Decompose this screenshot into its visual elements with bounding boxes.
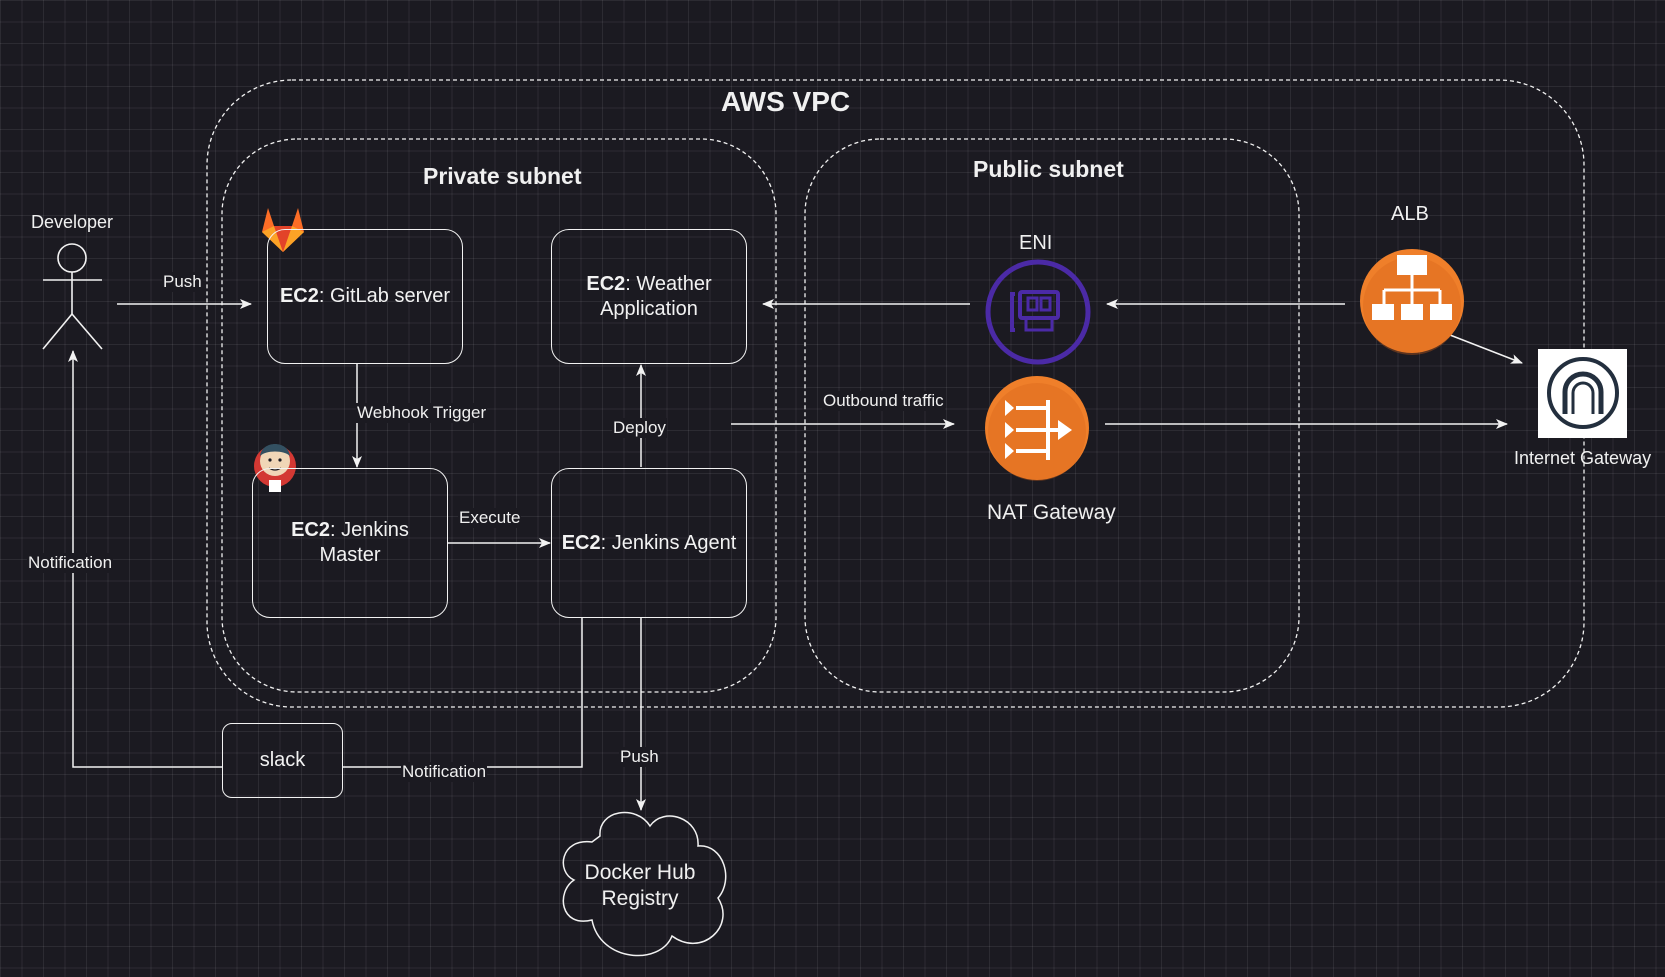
alb-label: ALB [1391,203,1429,225]
edge-alb-to-igw [1449,334,1523,364]
edge-label-notification-developer: Notification [27,553,114,573]
edge-slack-to-developer [68,350,222,768]
nat-gateway-label: NAT Gateway [987,501,1116,524]
private-subnet-boundary [221,138,777,693]
vpc-title: AWS VPC [721,86,851,117]
jenkins-master-node[interactable]: EC2: Jenkins Master [252,468,448,618]
weather-app-label: : Weather [625,272,712,295]
edge-label-push-docker: Push [619,747,660,767]
nat-gateway-icon [985,376,1089,481]
internet-gateway-icon [1538,349,1627,438]
public-subnet-boundary [804,138,1300,693]
public-subnet-title: Public subnet [973,156,1124,182]
docker-hub-label-line1: Docker Hub [584,861,696,884]
internet-gateway-label: Internet Gateway [1514,448,1652,468]
edge-label-deploy: Deploy [612,418,667,438]
jenkins-agent-node[interactable]: EC2: Jenkins Agent [551,468,747,618]
developer-label: Developer [31,212,114,232]
slack-node[interactable]: slack [222,723,343,798]
edge-label-outbound-traffic: Outbound traffic [822,391,945,411]
weather-app-node[interactable]: EC2: Weather Application [551,229,747,364]
jenkins-agent-prefix: EC2 [561,531,601,554]
eni-label: ENI [1019,232,1053,254]
gitlab-server-label: : GitLab server [318,285,451,307]
developer-actor-icon [42,243,103,350]
docker-hub-label-line2: Registry [601,887,679,910]
gitlab-server-prefix: EC2 [279,285,319,307]
jenkins-agent-label: : Jenkins Agent [600,531,737,554]
slack-label: slack [259,749,306,771]
jenkins-master-prefix: EC2 [291,519,330,541]
docker-hub-node[interactable]: Docker Hub Registry [570,860,710,912]
weather-app-prefix: EC2 [586,272,626,295]
edge-label-execute: Execute [458,508,522,528]
eni-icon [985,259,1091,365]
edge-label-webhook-trigger: Webhook Trigger [356,403,488,423]
weather-app-label-line2: Application [600,297,698,320]
edge-label-push-developer: Push [162,272,203,292]
edge-label-notification-slack: Notification [401,762,488,782]
gitlab-server-node[interactable]: EC2: GitLab server [267,229,463,364]
private-subnet-title: Private subnet [423,163,582,189]
jenkins-master-label: : Jenkins [329,519,409,541]
alb-icon [1360,249,1464,355]
docker-hub-cloud-shape [562,811,727,957]
jenkins-master-label-line2: Master [319,544,381,566]
